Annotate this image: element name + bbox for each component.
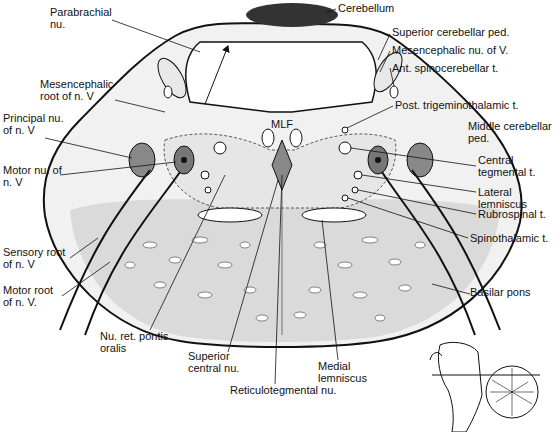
structure-label: Principal nu. of n. V — [3, 112, 71, 136]
structure-label: Motor nu. of n. V — [3, 164, 63, 188]
structure-label: Central tegmental t. — [478, 154, 558, 178]
structure-label: Basilar pons — [470, 286, 555, 298]
structure-label: Nu. ret. pontis oralis — [100, 330, 182, 354]
structure-label: Mesencephalic root of n. V — [40, 78, 135, 102]
structure-label: Motor root of n. V. — [3, 284, 65, 308]
structure-label: Superior central nu. — [188, 350, 260, 374]
structure-label: Medial lemniscus — [318, 360, 390, 384]
structure-label: MLF — [262, 118, 302, 130]
structure-label: Ant. spinocerebellar t. — [392, 62, 552, 74]
structure-label: Lateral lemniscus — [478, 186, 560, 210]
structure-label: Cerebellum — [338, 2, 458, 14]
structure-label: Superior cerebellar ped. — [392, 26, 552, 38]
structure-label: Middle cerebellar ped. — [468, 120, 558, 144]
structure-label: Reticulotegmental nu. — [230, 384, 370, 396]
structure-label: Mesencephalic nu. of V. — [392, 44, 552, 56]
structure-label: Rubrospinal t. — [478, 208, 560, 220]
structure-label: Sensory root of n. V — [3, 246, 73, 270]
structure-label: Parabrachial nu. — [50, 6, 125, 30]
structure-label: Post. trigeminothalamic t. — [395, 99, 555, 111]
structure-label: Spinothalamic t. — [470, 232, 560, 244]
